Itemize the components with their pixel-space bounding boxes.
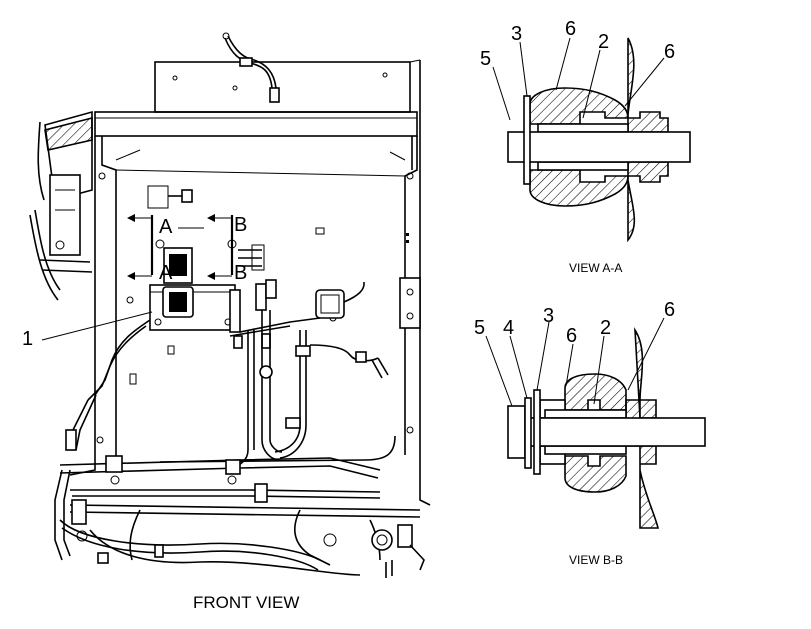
view-a-wall-lower (627, 161, 669, 243)
view-a-caption: VIEW A-A (569, 261, 622, 275)
view-b-callout-2: 2 (600, 317, 611, 339)
view-b-callout-5: 5 (474, 317, 485, 339)
vertical-harness (69, 310, 389, 469)
leader-line-1 (41, 311, 153, 341)
section-cut-lines (127, 214, 234, 280)
view-b-wall-upper (634, 327, 657, 419)
front-view-drawing: A B A B 1 FRONT VIEW (22, 32, 431, 612)
view-a-grommet-upper (529, 87, 629, 125)
view-b-caption: VIEW B-B (569, 553, 623, 567)
view-b-drawing: 5 4 3 6 2 6 VIEW B-B (474, 299, 706, 567)
view-a-callout-5: 5 (480, 48, 491, 70)
view-b-end-cap (507, 405, 526, 459)
view-b-washer-3 (533, 389, 541, 475)
lower-harness (54, 429, 425, 578)
view-a-callout-2: 2 (598, 31, 609, 53)
view-a-callout-6-left: 6 (565, 18, 576, 40)
section-marker-a-top: A (159, 216, 173, 238)
view-b-washer-4 (524, 397, 532, 469)
upper-harness (222, 32, 280, 103)
section-marker-b-top: B (234, 214, 247, 236)
view-b-callout-3: 3 (543, 305, 554, 327)
view-a-washer (523, 95, 531, 185)
frame-posts (69, 60, 431, 506)
section-marker-b-bottom: B (234, 262, 247, 284)
view-b-shaft (519, 417, 706, 447)
view-b-grommet-lower (564, 455, 627, 493)
callout-1: 1 (22, 328, 33, 350)
view-a-wall-upper (627, 37, 669, 133)
view-b-callout-6-right: 6 (664, 299, 675, 321)
view-a-sleeve-lower (537, 161, 629, 171)
view-b-callout-4: 4 (503, 317, 514, 339)
control-module (126, 185, 365, 349)
view-a-shaft (507, 131, 691, 163)
view-b-callout-6-left: 6 (566, 325, 577, 347)
left-machinery (29, 110, 93, 301)
front-view-caption: FRONT VIEW (193, 593, 299, 612)
view-a-callout-6-right: 6 (664, 41, 675, 63)
view-a-sleeve-upper (537, 123, 629, 133)
view-a-callout-3: 3 (511, 23, 522, 45)
view-a-grommet-lower (529, 169, 629, 207)
view-b-wall-lower (639, 445, 660, 529)
view-a-drawing: 5 3 6 2 6 VIEW A-A (480, 18, 691, 275)
section-marker-a-bottom: A (159, 262, 173, 284)
top-beam (94, 59, 421, 137)
